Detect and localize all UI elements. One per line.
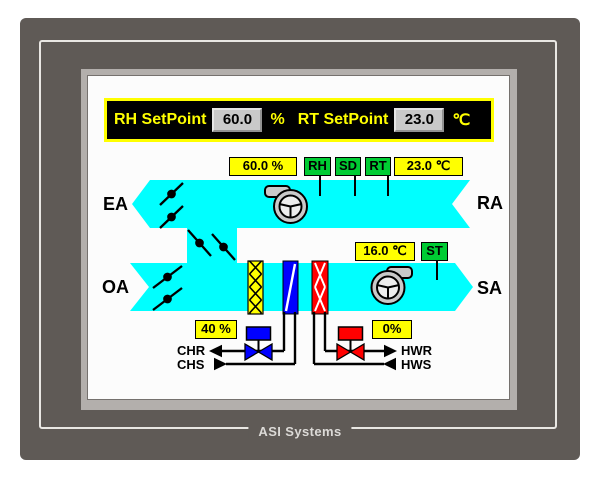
return-humidity-readout: 60.0 % — [229, 157, 297, 176]
rh-setpoint-label: RH SetPoint — [114, 111, 207, 128]
hws-pipe-label: HWS — [401, 357, 432, 372]
rt-sensor-tag: RT — [365, 157, 391, 176]
hot-valve-position-readout: 0% — [372, 320, 412, 339]
chr-pipe-label: CHR — [177, 343, 206, 358]
sd-sensor-tag: SD — [335, 157, 361, 176]
rh-setpoint-unit: % — [270, 111, 285, 128]
return-air-label: RA — [477, 193, 503, 213]
return-temp-readout: 23.0 ℃ — [394, 157, 463, 176]
supply-air-label: SA — [477, 278, 503, 298]
rh-setpoint-value[interactable]: 60.0 — [212, 108, 263, 132]
supply-temp-readout: 16.0 ℃ — [355, 242, 415, 261]
rt-setpoint-unit: ℃ — [452, 112, 471, 129]
hwr-pipe-label: HWR — [401, 343, 433, 358]
st-sensor-tag: ST — [421, 242, 448, 261]
exhaust-air-label: EA — [103, 194, 129, 214]
rt-setpoint-value[interactable]: 23.0 — [394, 108, 445, 132]
rh-sensor-tag: RH — [304, 157, 331, 176]
rt-setpoint-label: RT SetPoint — [297, 111, 389, 128]
outside-air-label: OA — [102, 277, 129, 297]
brand-label: ASI Systems — [248, 424, 352, 439]
setpoint-bar: RH SetPoint 60.0 % RT SetPoint 23.0 ℃ — [104, 98, 494, 142]
chilled-valve-position-readout: 40 % — [195, 320, 237, 339]
chs-pipe-label: CHS — [177, 357, 205, 372]
